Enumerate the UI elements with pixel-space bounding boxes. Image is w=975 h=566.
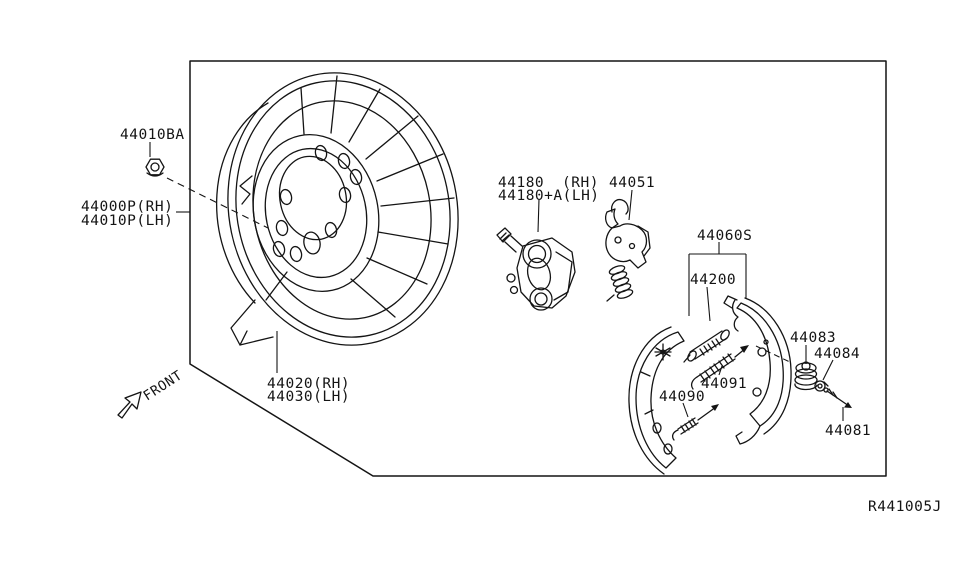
upper-return-spring-drawing xyxy=(690,345,749,390)
part-label-backplate-assy-rh[interactable]: 44000P(RH) xyxy=(81,199,173,215)
brake-shoe-assembly-drawing xyxy=(628,295,792,475)
holddown-retainer-drawing xyxy=(814,380,829,392)
part-label-wheel-cylinder-lh[interactable]: 44180+A(LH) xyxy=(498,188,600,204)
adjuster-screw-drawing xyxy=(683,329,730,363)
part-label-backplate-lh[interactable]: 44030(LH) xyxy=(267,389,350,405)
part-label-shoe-spring-lower[interactable]: 44090 xyxy=(659,389,705,405)
adjuster-lever-drawing xyxy=(605,198,651,302)
backing-plate-drawing xyxy=(216,72,459,346)
front-label: FRONT xyxy=(140,367,185,404)
part-label-wheel-cylinder[interactable]: 44180 xyxy=(498,175,544,191)
part-label-adjuster-assy[interactable]: 44200 xyxy=(690,272,736,288)
holddown-spring-drawing xyxy=(794,361,818,391)
wheel-cylinder-drawing xyxy=(496,227,576,311)
part-label-holddown-spring[interactable]: 44083 xyxy=(790,330,836,346)
part-label-adjuster-lever[interactable]: 44051 xyxy=(609,175,655,191)
lock-nut-drawing xyxy=(145,158,165,177)
front-direction-arrow: FRONT xyxy=(117,367,185,419)
part-label-holddown-pin[interactable]: 44081 xyxy=(825,423,871,439)
part-label-backplate-assy-lh[interactable]: 44010P(LH) xyxy=(81,213,173,229)
part-label-shoe-spring-upper[interactable]: 44091 xyxy=(701,376,747,392)
part-label-wheel-cylinder-rh[interactable]: (RH) xyxy=(562,175,599,191)
leader-lines xyxy=(149,142,844,421)
diagram-ref-code: R441005J xyxy=(868,499,942,515)
part-label-holddown-retainer[interactable]: 44084 xyxy=(814,346,860,362)
part-label-backplate-rh[interactable]: 44020(RH) xyxy=(267,376,350,392)
holddown-pin-drawing xyxy=(823,387,852,408)
part-label-shoe-set[interactable]: 44060S xyxy=(697,228,752,244)
diagram-border xyxy=(189,60,887,477)
part-label-lock-nut[interactable]: 44010BA xyxy=(120,127,185,143)
lower-return-spring-drawing xyxy=(671,404,719,441)
